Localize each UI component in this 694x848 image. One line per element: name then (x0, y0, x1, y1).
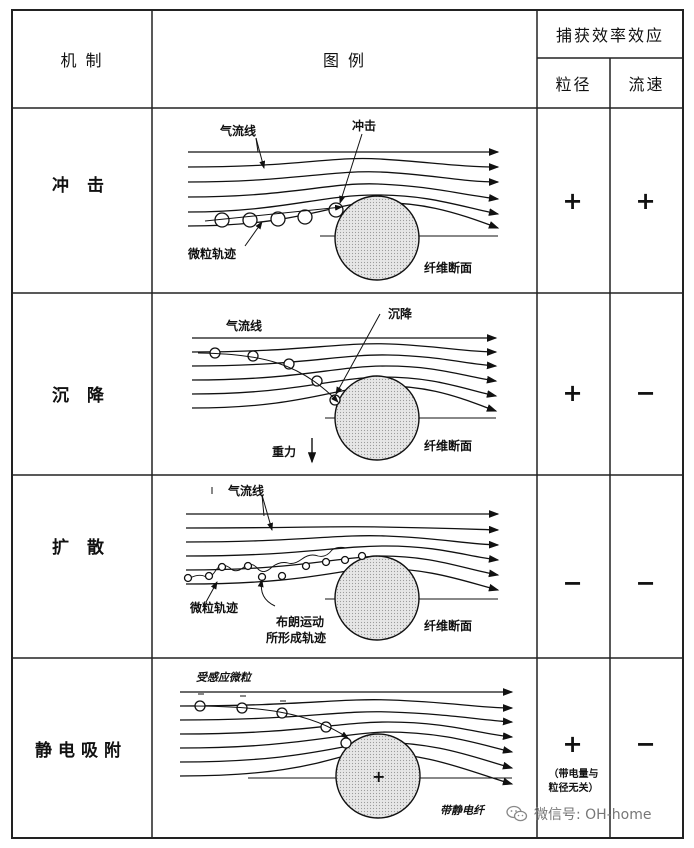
sedimentation-fiber-label: 纤维断面 (424, 438, 472, 453)
impaction-streamline-label: 气流线 (219, 123, 256, 138)
header-capture-efficiency: 捕获效率效应 (555, 26, 664, 45)
electrostatic-fiber-label: 带静电纤 (440, 804, 486, 817)
diffusion-diagram (183, 487, 500, 641)
electrostatic-size-effect: + (562, 730, 585, 758)
sedimentation-event-label: 沉降 (388, 306, 413, 321)
mechanism-sedimentation: 沉 降 (52, 385, 110, 406)
mechanism-impaction: 冲 击 (52, 175, 110, 196)
sedimentation-gravity-label: 重力 (272, 444, 296, 459)
mechanism-diffusion: 扩 散 (52, 537, 110, 558)
diffusion-size-effect: − (562, 568, 585, 597)
electrostatic-velocity-effect: − (635, 730, 658, 758)
impaction-event-label: 冲击 (352, 118, 376, 133)
watermark: 微信号: OH-home (506, 804, 651, 824)
diffusion-velocity-effect: − (635, 568, 658, 597)
impaction-size-effect: + (562, 186, 585, 215)
header-mechanism: 机 制 (60, 51, 104, 70)
header-particle-size: 粒径 (555, 75, 592, 94)
diffusion-streamline-label: 气流线 (227, 483, 264, 498)
impaction-diagram (187, 133, 500, 281)
electrostatic-size-note: （带电量与 粒径无关） (548, 769, 599, 794)
watermark-text: 微信号: OH-home (534, 807, 652, 823)
diffusion-fiber-label: 纤维断面 (424, 618, 472, 633)
fiber-charge-plus-icon: + (372, 767, 385, 786)
sedimentation-size-effect: + (562, 379, 585, 407)
sedimentation-velocity-effect: − (635, 379, 658, 407)
sedimentation-streamline-label: 气流线 (225, 318, 262, 333)
impaction-fiber-label: 纤维断面 (424, 260, 472, 275)
diffusion-brownian-label-1: 布朗运动 (276, 614, 324, 629)
impaction-velocity-effect: + (635, 186, 658, 215)
mechanism-electrostatic: 静电吸附 (35, 740, 127, 761)
header-legend: 图 例 (322, 51, 367, 70)
wechat-icon (506, 805, 528, 822)
header-flow-velocity: 流速 (628, 75, 665, 94)
diffusion-brownian-label-2: 所形成轨迹 (266, 630, 326, 645)
electrostatic-induced-particle-label: 受感应微粒 (196, 671, 253, 684)
sedimentation-diagram (191, 313, 498, 464)
electrostatic-diagram (179, 688, 514, 819)
impaction-particle-path-label: 微粒轨迹 (187, 246, 236, 261)
diffusion-particle-path-label: 微粒轨迹 (189, 600, 238, 615)
